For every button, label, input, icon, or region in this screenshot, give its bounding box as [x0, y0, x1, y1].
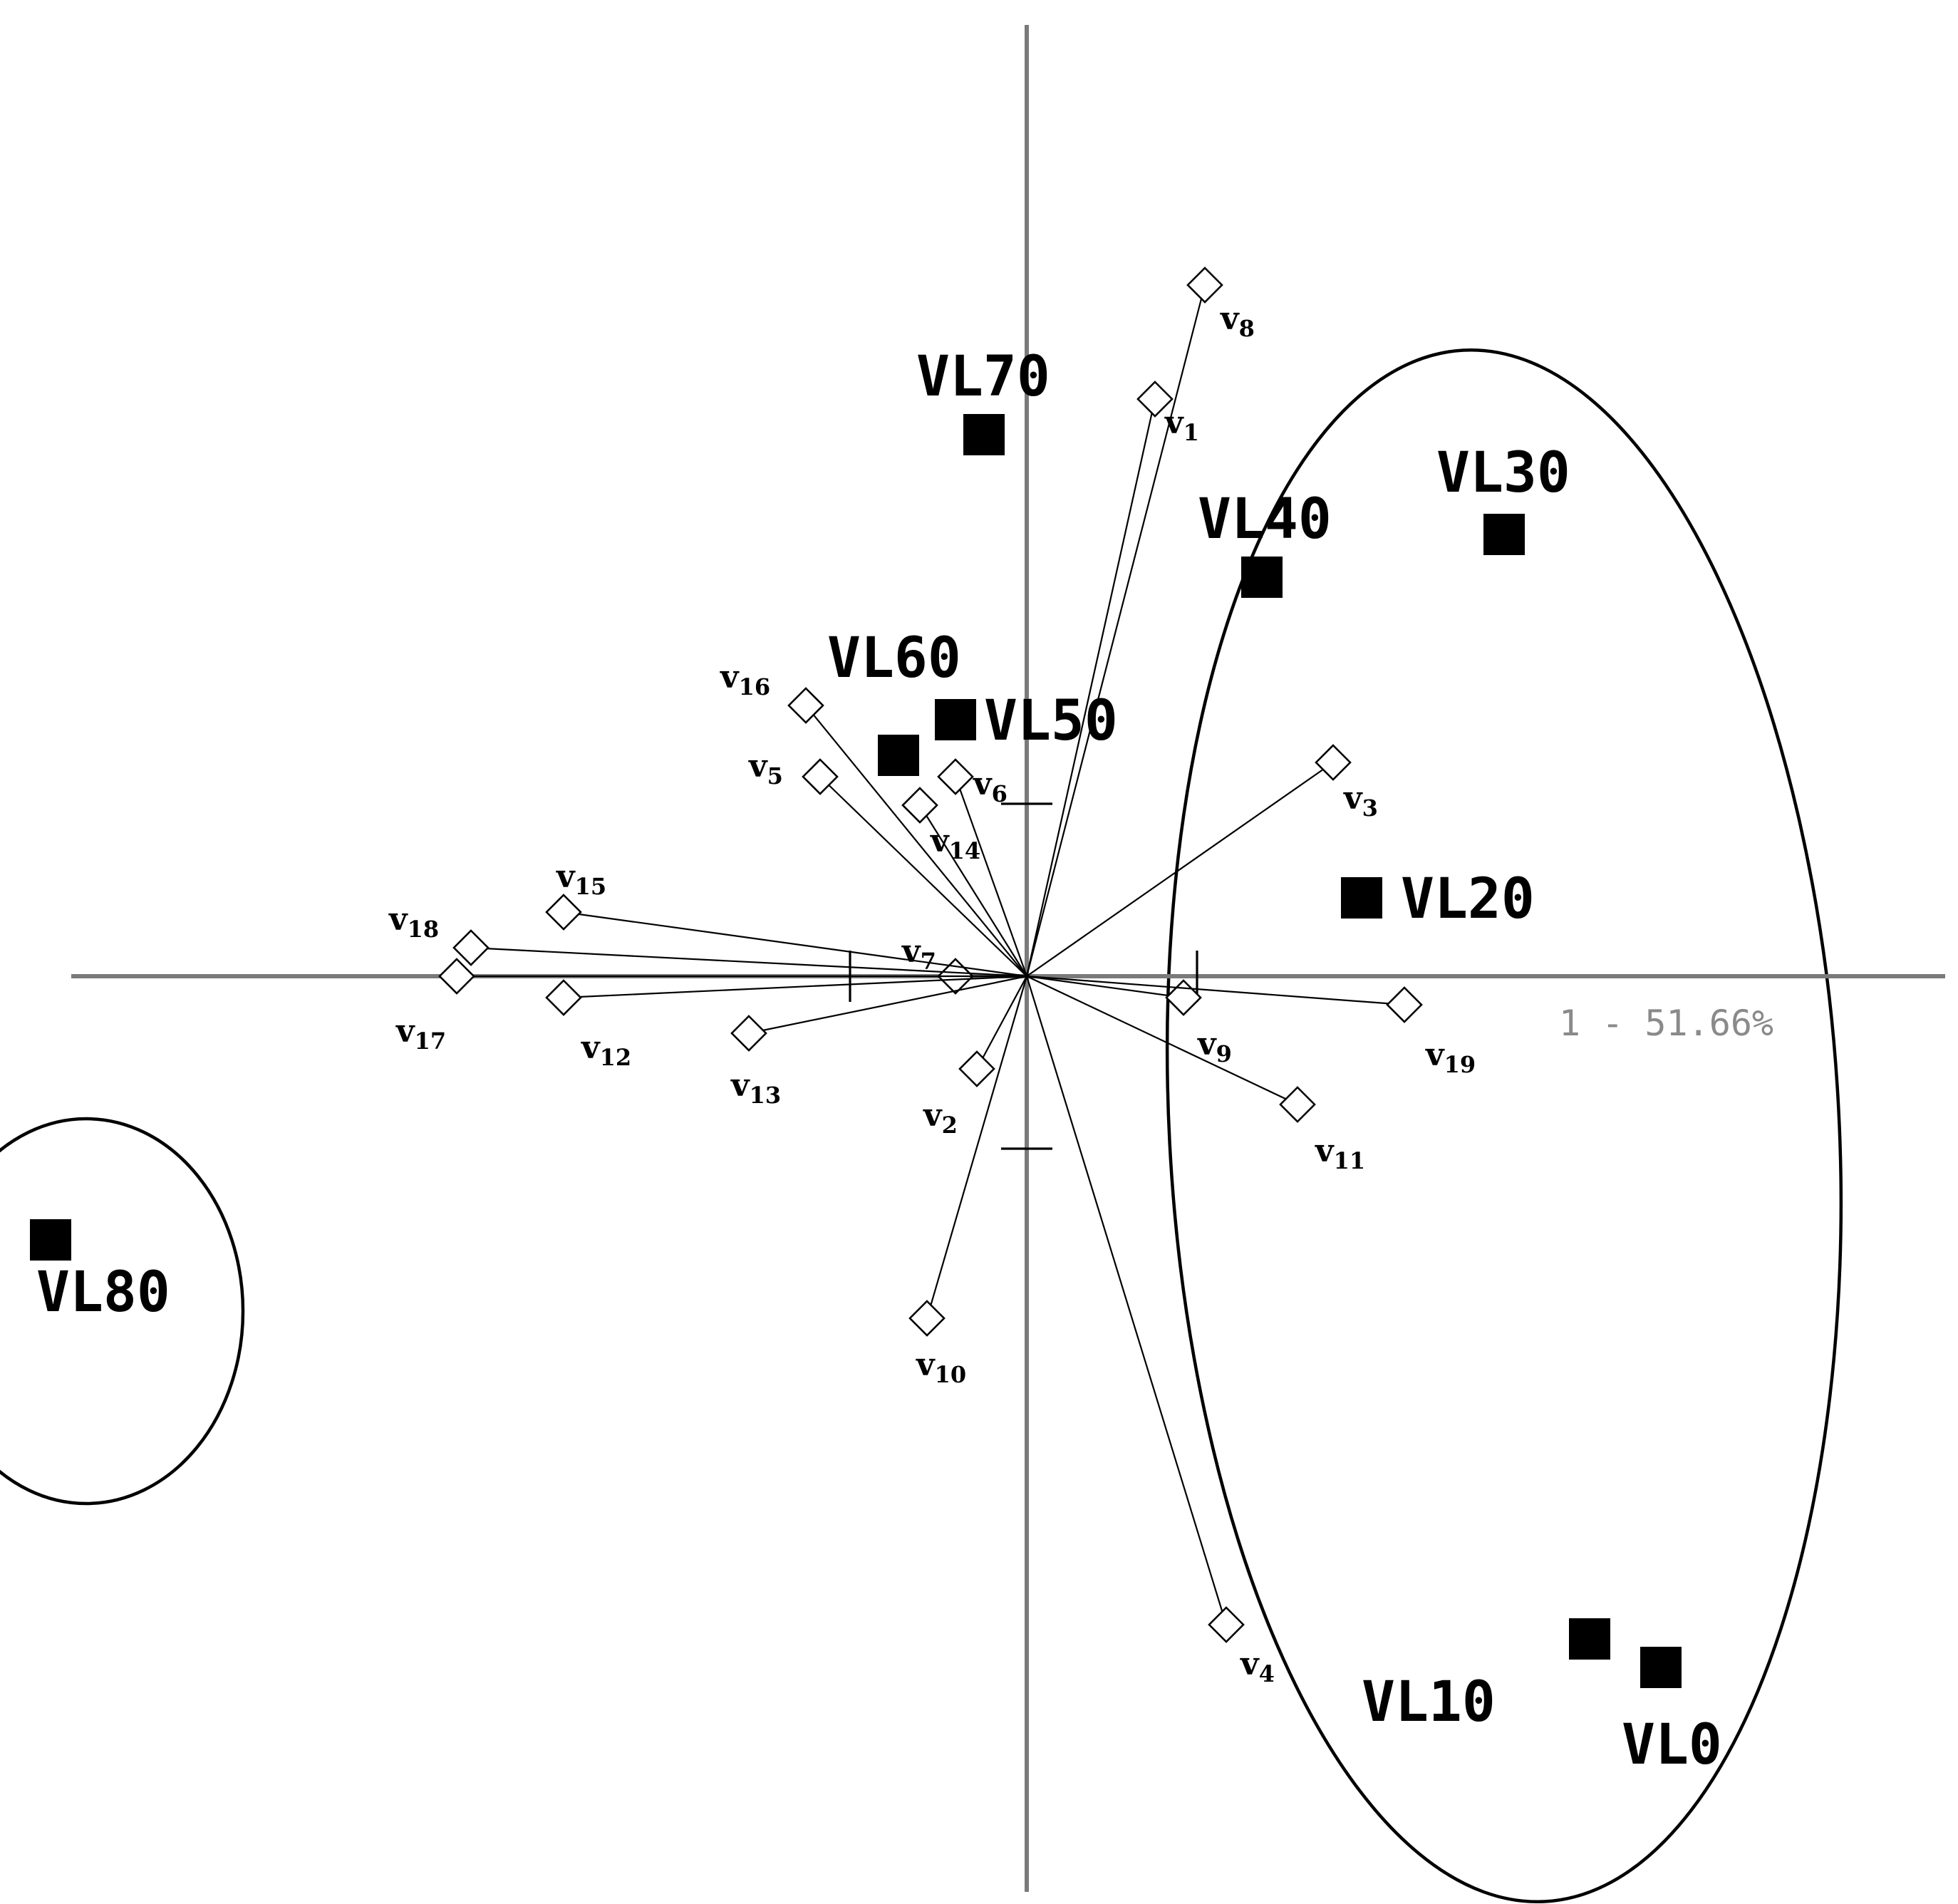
variable-point — [438, 958, 475, 995]
observation-marker — [963, 414, 1005, 455]
variable-label: v18 — [388, 901, 439, 943]
variable-vector-line — [926, 976, 1028, 1319]
variable-point — [901, 787, 938, 824]
axes: 1 - 51.66% — [71, 25, 1945, 1892]
variable-vector-line — [954, 776, 1028, 977]
observation-label: VL30 — [1436, 441, 1570, 505]
observation-label: VL40 — [1198, 487, 1332, 552]
variable-point — [958, 1050, 995, 1087]
cluster-ellipses — [0, 348, 1843, 1904]
variable-point — [802, 758, 839, 795]
variable-vector-line — [1025, 976, 1228, 1625]
variable-vector-line — [1025, 398, 1156, 977]
variable-label: v7 — [901, 933, 936, 975]
variable-vector-line — [919, 804, 1027, 977]
variable-vector-line — [976, 976, 1027, 1070]
variable-vector-line — [1026, 762, 1334, 977]
variable-vector-line — [1026, 976, 1298, 1105]
variable-label: v12 — [581, 1030, 631, 1071]
variable-label: v13 — [730, 1067, 781, 1109]
variable-point — [787, 687, 824, 724]
variable-label: v11 — [1315, 1133, 1365, 1174]
variable-point — [1165, 979, 1202, 1016]
observation-marker — [1241, 557, 1283, 598]
variable-vector-line — [1026, 975, 1405, 1006]
observation-marker — [1569, 1618, 1610, 1660]
variable-point — [1208, 1606, 1245, 1643]
observation-label: VL60 — [827, 626, 961, 690]
variable-point — [1386, 986, 1423, 1023]
observations: VL0VL10VL20VL30VL40VL50VL60VL70VL80VL90 — [30, 345, 1722, 1777]
variable-label: v1 — [1164, 405, 1199, 446]
variable-label: v8 — [1220, 301, 1255, 342]
variable-point — [937, 758, 974, 795]
observation-label: VL20 — [1401, 867, 1535, 931]
observation-label: VL10 — [1362, 1670, 1496, 1734]
variable-vector-line — [563, 911, 1027, 978]
variable-vector-line — [805, 705, 1027, 977]
variable-vector-line — [1025, 284, 1206, 977]
variable-point — [730, 1015, 767, 1052]
variable-point — [1279, 1086, 1316, 1123]
variable-label: v2 — [923, 1097, 958, 1139]
observation-marker — [30, 1219, 71, 1261]
variable-label: v4 — [1240, 1646, 1275, 1687]
observation-label: VL70 — [916, 345, 1050, 409]
variable-vectors: v1 v2 v3 v4 v5 v6 v7 v8 v9 v10 v11 v12 v13 v14 v15 v16 v… — [388, 267, 1476, 1687]
variable-label: v15 — [556, 859, 606, 900]
observation-marker — [1640, 1647, 1682, 1688]
variable-point — [1315, 744, 1352, 781]
variable-label: v9 — [1197, 1026, 1232, 1067]
cluster-ellipse — [1165, 348, 1843, 1904]
variable-label: v19 — [1425, 1037, 1476, 1078]
observation-marker — [878, 735, 919, 776]
variable-point — [1136, 381, 1174, 418]
variable-vector-line — [819, 776, 1027, 977]
variable-label: v6 — [973, 766, 1008, 807]
variable-label: v3 — [1343, 780, 1378, 822]
variable-label: v17 — [395, 1013, 446, 1055]
variable-label: v10 — [916, 1347, 966, 1388]
variable-point — [545, 979, 582, 1016]
variable-vector-line — [748, 975, 1027, 1035]
variable-vector-line — [1026, 975, 1184, 999]
variable-vector-line — [563, 975, 1027, 999]
variable-point — [1186, 267, 1223, 304]
variable-point — [545, 894, 582, 931]
variable-label: v14 — [930, 823, 980, 864]
axis-label: 1 - 51.66% — [1559, 1003, 1773, 1044]
variable-label: v16 — [720, 659, 770, 700]
variable-vector-line — [470, 946, 1027, 978]
cluster-ellipse — [0, 1117, 245, 1506]
observation-marker — [935, 699, 976, 740]
variable-point — [452, 929, 490, 966]
variable-label: v5 — [748, 748, 783, 790]
observation-marker — [1483, 514, 1525, 555]
observation-label: VL0 — [1622, 1713, 1722, 1777]
observation-label: VL80 — [36, 1261, 170, 1325]
observation-marker — [1341, 877, 1382, 919]
variable-point — [908, 1300, 946, 1337]
observation-label: VL50 — [984, 689, 1118, 753]
